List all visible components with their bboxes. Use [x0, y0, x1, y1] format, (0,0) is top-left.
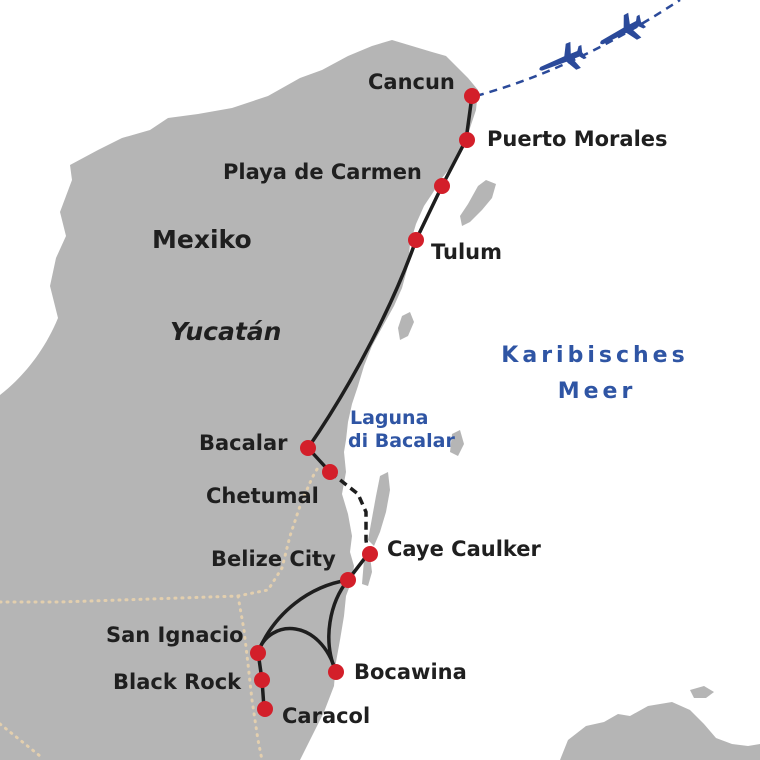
- airplane-icon: [600, 12, 647, 45]
- island-ambergris: [368, 472, 390, 546]
- islet-east: [450, 430, 464, 456]
- stop-playa-de-carmen: [434, 178, 450, 194]
- airplane-icon: [539, 41, 587, 71]
- border-belize-guatemala: [236, 594, 264, 760]
- sea-label-line1: Karibisches: [501, 343, 688, 368]
- route-boat: [328, 470, 370, 555]
- stop-markers: [250, 88, 480, 717]
- islet-north: [398, 312, 414, 340]
- land-honduras: [560, 702, 760, 760]
- stop-cancun: [464, 88, 480, 104]
- label-belize-city: Belize City: [211, 547, 336, 571]
- label-chetumal: Chetumal: [206, 484, 319, 508]
- stop-caracol: [257, 701, 273, 717]
- border-mexico-guatemala: [0, 462, 322, 604]
- label-bacalar: Bacalar: [199, 431, 288, 455]
- label-san-ignacio: San Ignacio: [106, 623, 244, 647]
- region-label: Yucatán: [170, 317, 281, 346]
- label-bocawina: Bocawina: [354, 660, 467, 684]
- border-guatemala-south: [0, 722, 42, 758]
- label-caracol: Caracol: [282, 704, 370, 728]
- label-cancun: Cancun: [368, 70, 455, 94]
- stop-black-rock: [254, 672, 270, 688]
- stop-bocawina: [328, 664, 344, 680]
- islet-bay: [690, 686, 714, 698]
- lagoon-label-line2: di Bacalar: [348, 430, 455, 452]
- label-tulum: Tulum: [431, 240, 502, 264]
- label-caye-caulker: Caye Caulker: [387, 537, 542, 561]
- stop-chetumal: [322, 464, 338, 480]
- stop-caye-caulker: [362, 546, 378, 562]
- stop-puerto-morales: [459, 132, 475, 148]
- land-mainland: [0, 40, 478, 760]
- stop-bacalar: [300, 440, 316, 456]
- lagoon-label-line1: Laguna: [350, 407, 428, 429]
- stop-san-ignacio: [250, 645, 266, 661]
- stop-belize-city: [340, 572, 356, 588]
- stop-tulum: [408, 232, 424, 248]
- label-puerto-morales: Puerto Morales: [487, 127, 668, 151]
- country-label: Mexiko: [152, 225, 252, 254]
- label-black-rock: Black Rock: [113, 670, 242, 694]
- island-cozumel: [460, 180, 496, 226]
- label-playa-de-carmen: Playa de Carmen: [223, 160, 422, 184]
- route-belize-d: [256, 626, 338, 674]
- island-caye-caulker: [362, 556, 372, 586]
- sea-label-line2: Meer: [558, 379, 637, 404]
